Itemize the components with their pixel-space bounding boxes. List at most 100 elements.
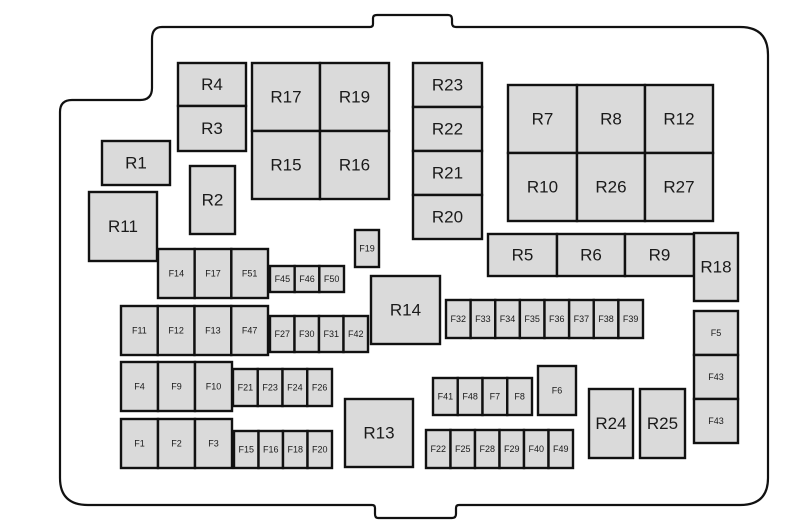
relay-r13: R13: [343, 397, 415, 469]
relay-box: [411, 105, 484, 153]
fuse-label: F10: [206, 382, 222, 392]
relay-box: [575, 83, 647, 155]
relay-label: R17: [270, 88, 301, 107]
fuse-label: F40: [528, 444, 544, 454]
fuse-label: F35: [524, 314, 540, 324]
fuse-f20: F20: [306, 429, 334, 470]
fuse-f22: F22: [424, 428, 452, 470]
fuse-f43: F43: [692, 353, 740, 401]
relay-box: [369, 274, 442, 346]
relay-r3: R3: [176, 104, 248, 153]
fuse-f13: F13: [193, 304, 233, 357]
fuse-label: F3: [208, 439, 219, 449]
fuse-f28: F28: [473, 428, 501, 470]
relay-r17: R17: [250, 61, 322, 133]
fuse-label: F41: [438, 392, 454, 402]
fuse-label: F17: [205, 269, 221, 279]
fuse-box: [193, 360, 234, 413]
fuse-f38: F38: [592, 298, 620, 340]
relay-r16: R16: [318, 129, 391, 201]
fuse-box: [281, 367, 309, 408]
fuse-box: [506, 376, 534, 417]
fuse-label: F27: [274, 329, 290, 339]
relay-r24: R24: [587, 387, 635, 460]
fuse-f48: F48: [456, 376, 484, 417]
relay-box: [176, 104, 248, 153]
relay-box: [575, 151, 647, 223]
relay-r11: R11: [87, 190, 159, 263]
fuse-f34: F34: [494, 298, 522, 340]
relay-r19: R19: [318, 61, 391, 133]
fuse-f26: F26: [306, 367, 334, 408]
relay-label: R21: [432, 164, 463, 183]
relay-r27: R27: [643, 151, 715, 223]
fuse-f41: F41: [431, 376, 459, 417]
fuse-label: F33: [475, 314, 491, 324]
fuse-label: F43: [708, 416, 724, 426]
fuse-label: F51: [242, 269, 258, 279]
relay-box: [486, 232, 559, 278]
relay-box: [506, 151, 579, 223]
fuse-label: F8: [514, 392, 525, 402]
fuse-f2: F2: [156, 417, 197, 470]
relay-box: [411, 61, 484, 109]
fuse-label: F11: [132, 326, 147, 336]
fuse-label: F1: [134, 439, 145, 449]
relay-r6: R6: [555, 232, 627, 278]
relay-box: [587, 387, 635, 460]
fuse-box: [293, 314, 321, 354]
relay-box: [692, 231, 740, 303]
fuse-box: [230, 304, 270, 357]
fuse-label: F28: [479, 444, 495, 454]
relay-label: R8: [600, 110, 622, 129]
fuse-box: [449, 428, 477, 470]
relay-label: R5: [512, 246, 534, 265]
fuse-f4: F4: [119, 360, 160, 413]
fuse-f51: F51: [230, 247, 270, 300]
relay-r14: R14: [369, 274, 442, 346]
relay-label: R26: [595, 178, 626, 197]
relay-label: R6: [580, 246, 602, 265]
fuse-box: [692, 353, 740, 401]
fuse-f40: F40: [522, 428, 550, 470]
fuse-box: [119, 417, 160, 470]
fuse-f14: F14: [156, 247, 196, 300]
fuse-f21: F21: [231, 367, 259, 408]
fuse-box: [342, 314, 370, 354]
fuse-label: F20: [312, 445, 328, 455]
fuse-f10: F10: [193, 360, 234, 413]
fuse-box: [692, 397, 740, 445]
fuse-f49: F49: [547, 428, 575, 470]
fuse-f18: F18: [281, 429, 309, 470]
fuse-f3: F3: [193, 417, 234, 470]
relay-label: R2: [202, 191, 224, 210]
relay-r23: R23: [411, 61, 484, 109]
relay-r22: R22: [411, 105, 484, 153]
relay-label: R4: [201, 75, 223, 94]
fuse-box: [306, 367, 334, 408]
fuse-f25: F25: [449, 428, 477, 470]
fuse-f29: F29: [498, 428, 526, 470]
fuse-label: F29: [504, 444, 520, 454]
relay-box: [343, 397, 415, 469]
fuse-f16: F16: [257, 429, 285, 470]
fuse-box: [119, 360, 160, 413]
relay-r15: R15: [250, 129, 322, 201]
fuse-label: F24: [287, 383, 303, 393]
relay-label: R25: [647, 414, 678, 433]
fuse-label: F2: [171, 439, 182, 449]
relay-label: R27: [663, 178, 694, 197]
fuse-label: F34: [500, 314, 516, 324]
relay-r8: R8: [575, 83, 647, 155]
fuse-label: F23: [262, 383, 278, 393]
fuse-f9: F9: [156, 360, 197, 413]
fuse-label: F36: [549, 314, 565, 324]
fuse-label: F16: [263, 445, 279, 455]
fuse-f6: F6: [536, 364, 578, 417]
fuse-label: F32: [451, 314, 467, 324]
fuse-f30: F30: [293, 314, 321, 354]
relay-label: R7: [532, 110, 554, 129]
fuse-label: F4: [134, 382, 145, 392]
fuse-f23: F23: [256, 367, 284, 408]
